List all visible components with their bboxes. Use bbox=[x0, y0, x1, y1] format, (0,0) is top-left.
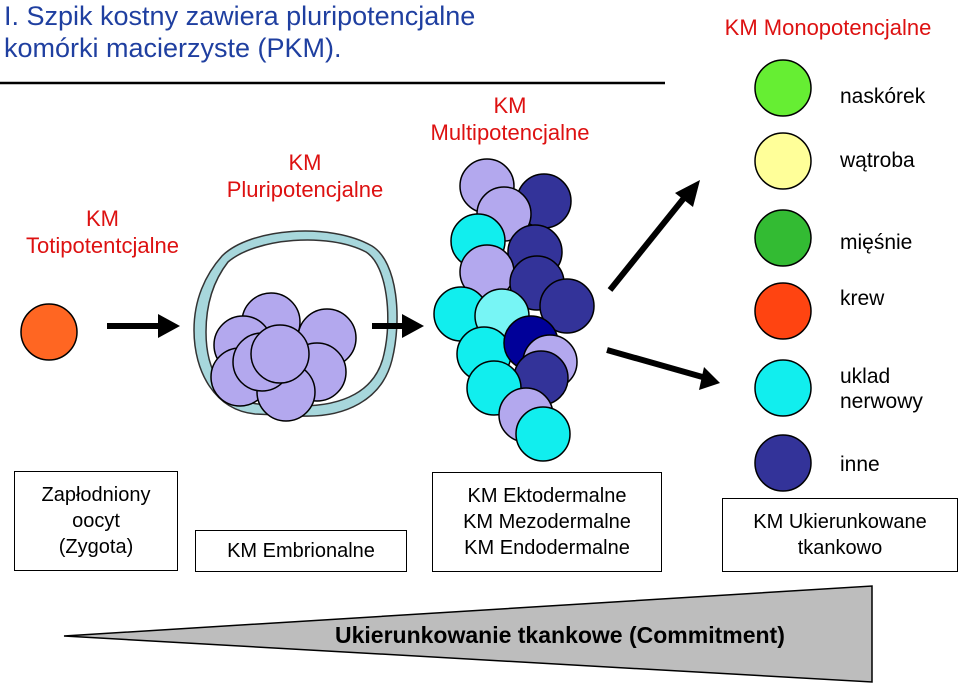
label-krew: krew bbox=[840, 287, 885, 310]
arrow-zygote-to-embryo bbox=[107, 314, 180, 338]
box-embrional: KM Embrionalne bbox=[195, 530, 407, 572]
arrow-embryo-to-multi bbox=[372, 314, 424, 338]
cell-miesnie bbox=[754, 209, 812, 267]
title-line-1: I. Szpik kostny zawiera pluripotencjalne bbox=[4, 1, 476, 31]
cell-watroba bbox=[754, 132, 812, 190]
multipotent-cells bbox=[433, 158, 595, 462]
cell-naskorek bbox=[754, 59, 812, 117]
box-committed: KM Ukierunkowane tkankowo bbox=[722, 498, 958, 572]
commitment-wedge bbox=[63, 585, 873, 683]
header-multipotent: KM Multipotencjalne bbox=[430, 93, 590, 145]
cell-uklad-nerwowy bbox=[754, 359, 812, 417]
arrow-up-right bbox=[607, 180, 700, 292]
header-monopotent: KM Monopotencjalne bbox=[724, 15, 932, 40]
header-pluripotent: KM Pluripotencjalne bbox=[226, 150, 384, 202]
zygote-cell bbox=[20, 303, 78, 361]
box-zygote: Zapłodniony oocyt (Zygota) bbox=[14, 471, 178, 571]
box-germ-layers: KM Ektodermalne KM Mezodermalne KM Endod… bbox=[432, 472, 662, 572]
slide-title: I. Szpik kostny zawiera pluripotencjalne… bbox=[4, 0, 664, 64]
cell-inne bbox=[754, 434, 812, 492]
label-inne: inne bbox=[840, 453, 880, 476]
label-miesnie: mięśnie bbox=[840, 231, 913, 254]
label-watroba: wątroba bbox=[840, 149, 915, 172]
arrow-down-right bbox=[606, 347, 720, 390]
label-naskorek: naskórek bbox=[840, 85, 926, 108]
cell-krew bbox=[754, 282, 812, 340]
label-uklad-nerwowy: uklad nerwowy bbox=[840, 365, 923, 413]
multi-cell bbox=[539, 278, 595, 334]
embryo-cells bbox=[210, 292, 357, 422]
embryo-cell bbox=[250, 324, 310, 384]
monopotent-cells bbox=[754, 59, 812, 492]
commitment-label: Ukierunkowanie tkankowe (Commitment) bbox=[335, 622, 785, 648]
header-totipotent: KM Totipotentcjalne bbox=[26, 206, 179, 258]
title-line-2: komórki macierzyste (PKM). bbox=[4, 33, 342, 63]
multi-cell bbox=[515, 406, 571, 462]
